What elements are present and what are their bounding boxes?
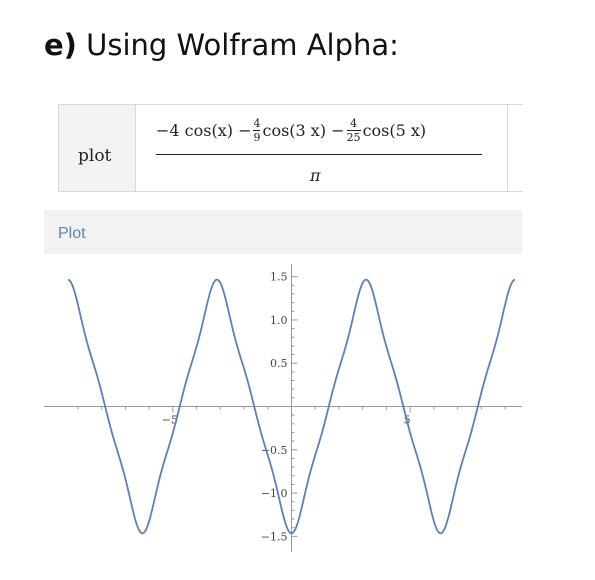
input-divider — [507, 105, 508, 191]
input-box[interactable]: plot — [58, 104, 523, 192]
y-tick-label: −1.0 — [261, 487, 288, 500]
input-label-cell: plot — [59, 105, 136, 191]
formula-fraction-bar — [156, 154, 482, 155]
x-tick-label: −5 — [162, 414, 178, 427]
y-tick-label: −1.5 — [261, 530, 288, 543]
frac2-num: 4 — [350, 117, 358, 130]
heading-prefix: e) — [44, 28, 77, 62]
curve-series — [67, 278, 516, 535]
frac1-den: 9 — [253, 131, 261, 144]
numerator-part3: cos(5 x) — [362, 121, 427, 140]
frac1-bar — [253, 130, 261, 131]
heading: e) Using Wolfram Alpha: — [44, 28, 399, 62]
fraction-4-25: 4 25 — [346, 117, 361, 144]
y-tick-label: 1.5 — [270, 271, 288, 284]
frac2-den: 25 — [346, 131, 361, 144]
frac1-num: 4 — [253, 117, 261, 130]
y-tick-label: 0.5 — [270, 357, 288, 370]
plot-pod-title: Plot — [58, 225, 86, 242]
plot-pod-header: Plot — [44, 210, 522, 254]
formula-numerator: −4 cos(x) − 4 9 cos(3 x) − 4 25 cos(5 x) — [156, 118, 426, 143]
frac2-bar — [346, 130, 361, 131]
input-label: plot — [78, 146, 112, 166]
numerator-part1: −4 cos(x) − — [156, 121, 252, 140]
fraction-4-9: 4 9 — [253, 117, 261, 144]
heading-text: Using Wolfram Alpha: — [86, 28, 399, 62]
formula-denominator: π — [310, 166, 321, 185]
numerator-part2: cos(3 x) − — [262, 121, 345, 140]
y-tick-label: 1.0 — [270, 314, 288, 327]
